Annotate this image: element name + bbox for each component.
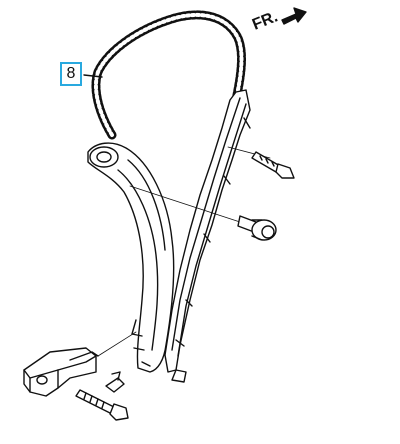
front-arrow-icon <box>281 7 307 25</box>
tensioner-long-bolt <box>75 389 129 421</box>
auto-tensioner <box>23 331 137 397</box>
pivot-bolt <box>129 185 277 241</box>
tensioner-small-bolt <box>105 371 125 393</box>
callout-leader <box>83 74 103 78</box>
guide-bolt <box>227 146 295 179</box>
chain-guide <box>164 89 251 383</box>
timing-chain <box>91 10 246 140</box>
tensioner-arm <box>87 142 175 373</box>
part-callout: 8 <box>60 62 82 86</box>
part-callout-number: 8 <box>66 65 76 82</box>
